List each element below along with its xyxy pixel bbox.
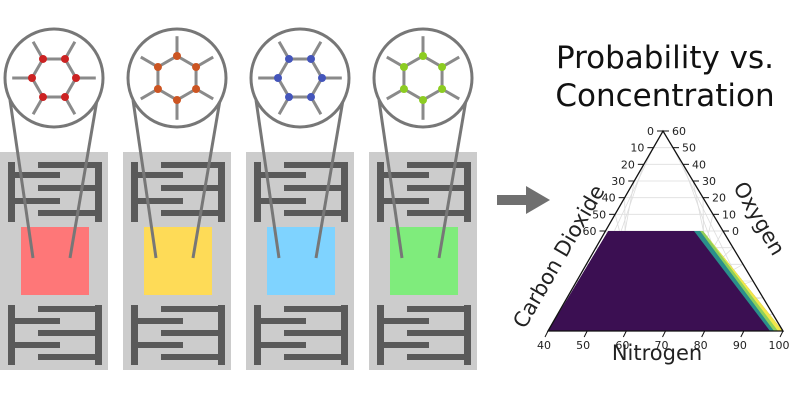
bottom-tick-label: 50	[576, 339, 590, 352]
axis-label-oxygen: Oxygen	[728, 177, 789, 259]
material-square	[390, 227, 458, 295]
sensor-material-red	[0, 27, 108, 370]
right-tick-label: 60	[672, 125, 686, 138]
right-tick-label: 10	[722, 208, 736, 221]
electrode-top	[254, 162, 348, 222]
sensor-panels	[0, 27, 477, 370]
right-tick-label: 40	[692, 158, 706, 171]
left-tick-label: 40	[602, 192, 616, 205]
electrode-top	[8, 162, 102, 222]
sensor-material-yellow	[123, 27, 231, 370]
bottom-tick-label: 90	[733, 339, 747, 352]
right-tick-label: 20	[712, 192, 726, 205]
title-line-2: Concentration	[555, 78, 775, 114]
zoom-line	[191, 99, 222, 259]
zoom-line	[68, 99, 99, 259]
zoom-line	[131, 99, 158, 259]
left-tick-label: 10	[630, 142, 644, 155]
magnified-circle	[3, 27, 105, 129]
probability-low	[548, 231, 783, 331]
magnified-circle	[126, 27, 228, 129]
electrode-top	[131, 162, 225, 222]
crystal-structure	[386, 36, 460, 120]
left-tick-label: 0	[647, 125, 654, 138]
probability-band-yellow	[703, 231, 783, 331]
right-tick-label: 50	[682, 142, 696, 155]
sensor-material-blue	[246, 27, 354, 370]
right-tick-label: 30	[702, 175, 716, 188]
axis-label-nitrogen: Nitrogen	[612, 341, 702, 365]
bottom-tick-label: 100	[769, 339, 790, 352]
electrode-bottom	[377, 305, 471, 365]
zoom-line	[437, 99, 468, 259]
material-square	[267, 227, 335, 295]
bottom-tick-label: 80	[694, 339, 708, 352]
title-line-1: Probability vs.	[555, 40, 775, 76]
magnified-circle	[372, 27, 474, 129]
material-square	[144, 227, 212, 295]
zoom-line	[254, 99, 281, 259]
electrode-top	[377, 162, 471, 222]
crystal-structure	[140, 36, 214, 120]
left-tick-label: 50	[592, 208, 606, 221]
sensor-material-green	[369, 27, 477, 370]
zoom-line	[314, 99, 345, 259]
electrode-bottom	[131, 305, 225, 365]
zoom-line	[8, 99, 35, 259]
electrode-bottom	[254, 305, 348, 365]
electrode-bottom	[8, 305, 102, 365]
left-tick-label: 20	[621, 158, 635, 171]
probability-region	[548, 231, 783, 331]
material-square	[21, 227, 89, 295]
bottom-tick-label: 60	[615, 339, 629, 352]
bottom-tick-label: 70	[655, 339, 669, 352]
magnified-circle	[249, 27, 351, 129]
crystal-structure	[258, 41, 342, 115]
arrow-icon	[497, 186, 550, 214]
left-tick-label: 30	[611, 175, 625, 188]
right-tick-label: 0	[732, 225, 739, 238]
zoom-line	[377, 99, 404, 259]
bottom-tick-label: 40	[537, 339, 551, 352]
left-tick-label: 60	[583, 225, 597, 238]
crystal-structure	[12, 41, 96, 115]
